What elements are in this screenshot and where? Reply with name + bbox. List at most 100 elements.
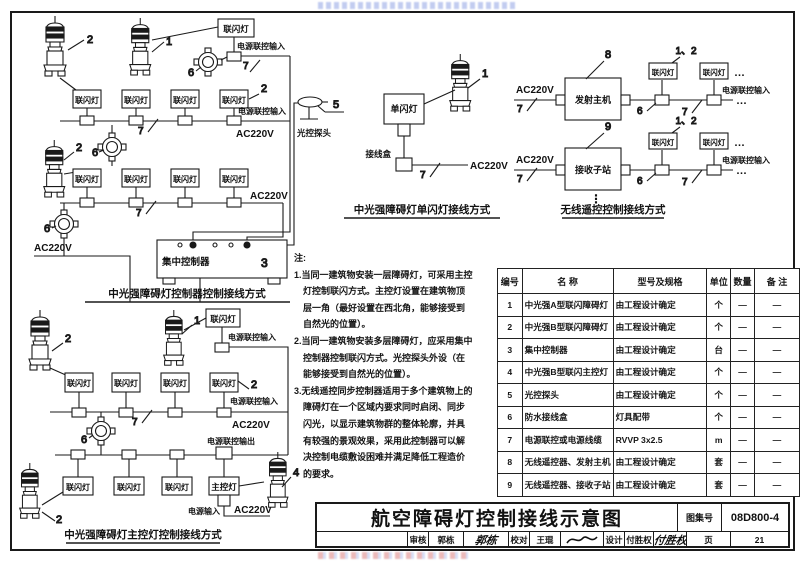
callout: 7: [682, 177, 688, 188]
cell-qty: —: [730, 338, 755, 362]
callout: 6: [44, 223, 50, 235]
ac-label: AC220V: [250, 191, 288, 202]
callout: 2: [56, 514, 62, 526]
callout: 2: [65, 333, 71, 345]
cell-qty: —: [730, 405, 755, 429]
cell-qty: —: [730, 428, 755, 452]
callout: 7: [682, 107, 688, 118]
lian-flash-box-label: 联闪灯: [173, 174, 197, 184]
vertical-dots: ⋮: [590, 192, 602, 206]
materials-table: 编号 名 称 型号及规格 单位 数量 备 注 1 中光强A型联闪障碍灯 由工程设…: [497, 268, 800, 497]
photocell-label: 光控探头: [296, 128, 332, 138]
lian-flash-box-label: 联闪灯: [212, 378, 236, 388]
cell-remark: —: [753, 450, 800, 474]
callout: 8: [605, 49, 611, 61]
proof-signature-scribble: [561, 532, 604, 548]
title-block: 航空障碍灯控制接线示意图 图集号 08D800-4 审核 郭栋 郭栋 校对 王琨…: [315, 502, 790, 548]
design-label: 设计: [604, 532, 625, 548]
design-signature: 付胜权: [654, 532, 687, 548]
lian-flash-box-label: 联闪灯: [652, 137, 675, 147]
scan-watermark-bottom: [318, 552, 468, 559]
cell-name: 中光强B型联闪主控灯: [521, 360, 614, 384]
cell-name: 中光强A型联闪障碍灯: [521, 293, 614, 317]
lian-flash-box-label: 联闪灯: [652, 67, 675, 77]
cell-spec: 由工程设计确定: [612, 360, 708, 384]
table-header-row: 编号 名 称 型号及规格 单位 数量 备 注: [497, 268, 800, 294]
cell-qty: —: [730, 293, 755, 317]
ac-label: AC220V: [470, 161, 508, 172]
cell-qty: —: [730, 315, 755, 339]
cell-name: 电源联控或电源线缆: [521, 428, 614, 452]
callout: 9: [605, 121, 611, 133]
atlas-no-label: 图集号: [678, 504, 722, 531]
signature-text: 付胜权: [654, 535, 687, 547]
diagram2-caption: 中光强障碍灯单闪灯接线方式: [354, 203, 491, 216]
callout: 7: [132, 417, 138, 428]
cell-name: 集中控制器: [521, 338, 614, 362]
central-controller-label: 集中控制器: [161, 256, 210, 268]
pwr-link-in-label: 电源联控输入: [237, 41, 285, 51]
note-item: 3.无线遥控同步控制器适用于多个建筑物上的障碍灯在一个区域内要求同时启闭、同步闪…: [294, 385, 473, 479]
cell-remark: —: [753, 293, 800, 317]
cell-no: 5: [497, 383, 523, 407]
cell-spec: 由工程设计确定: [612, 383, 708, 407]
callout: 2: [87, 34, 93, 46]
note-item: 2.当同一建筑物安装多层障碍灯，应采用集中控制器控制联闪方式。光控探头外设（在能…: [294, 335, 473, 380]
ac-label: AC220V: [232, 420, 270, 431]
lian-flash-box-label: 联闪灯: [222, 95, 246, 105]
callout: 1、2: [675, 116, 697, 127]
table-row: 6 防水接线盒 灯具配带 个 — —: [497, 405, 800, 429]
transmit-host-label: 发射主机: [574, 94, 611, 105]
cell-remark: —: [753, 428, 800, 452]
cell-name: 无线遥控器、接收子站: [521, 473, 614, 497]
callout: 4: [293, 467, 299, 479]
callout: 6: [92, 147, 98, 159]
cell-spec: 由工程设计确定: [612, 450, 708, 474]
cell-spec: 由工程设计确定: [612, 473, 708, 497]
callout: 3: [261, 256, 268, 270]
callout: 7: [243, 61, 249, 72]
table-row: 8 无线遥控器、发射主机 由工程设计确定 套 — —: [497, 450, 800, 474]
ac-label: AC220V: [234, 505, 272, 516]
lian-flash-box-label: 联闪灯: [222, 174, 246, 184]
cell-remark: —: [753, 383, 800, 407]
cell-unit: 个: [706, 293, 732, 317]
note-item: 1.当同一建筑物安装一层障碍灯，可采用主控灯控制联闪方式。主控灯设置在建筑物顶层…: [294, 269, 473, 330]
title-block-blank-cell: [317, 532, 408, 548]
cell-no: 1: [497, 293, 523, 317]
callout: 1、2: [675, 46, 697, 57]
table-row: 1 中光强A型联闪障碍灯 由工程设计确定 个 — —: [497, 293, 800, 317]
cell-no: 8: [497, 450, 523, 474]
cell-unit: 台: [706, 338, 732, 362]
col-header-name: 名 称: [521, 268, 614, 294]
callout: 2: [76, 142, 82, 154]
lian-flash-box-label: 联闪灯: [173, 95, 197, 105]
proof-label: 校对: [509, 532, 530, 548]
lian-flash-box-label: 联闪灯: [165, 482, 189, 492]
cell-no: 6: [497, 405, 523, 429]
pwr-link-in-label: 电源联控输入: [228, 332, 276, 342]
lian-flash-box-label: 联闪灯: [703, 137, 726, 147]
callout: 6: [637, 176, 643, 187]
callout: 7: [420, 170, 426, 181]
lian-flash-box-label: 联闪灯: [66, 482, 90, 492]
atlas-no-value: 08D800-4: [730, 511, 780, 524]
lian-flash-box-label: 联闪灯: [703, 67, 726, 77]
review-name: 郭栋: [429, 532, 464, 548]
cell-qty: —: [730, 360, 755, 384]
cell-no: 3: [497, 338, 523, 362]
cell-no: 9: [497, 473, 523, 497]
cell-unit: m: [706, 428, 732, 452]
cell-remark: —: [753, 405, 800, 429]
cell-no: 7: [497, 428, 523, 452]
single-flash-box-label: 单闪灯: [390, 103, 417, 114]
review-signature: 郭栋: [464, 532, 509, 548]
pwr-link-in-label: 电源联控输入: [722, 155, 770, 165]
ellipsis: …: [734, 67, 745, 79]
cell-no: 4: [497, 360, 523, 384]
lian-flash-box-label: 联闪灯: [223, 24, 249, 34]
ac-label: AC220V: [34, 243, 72, 254]
col-header-remark: 备 注: [753, 268, 800, 294]
